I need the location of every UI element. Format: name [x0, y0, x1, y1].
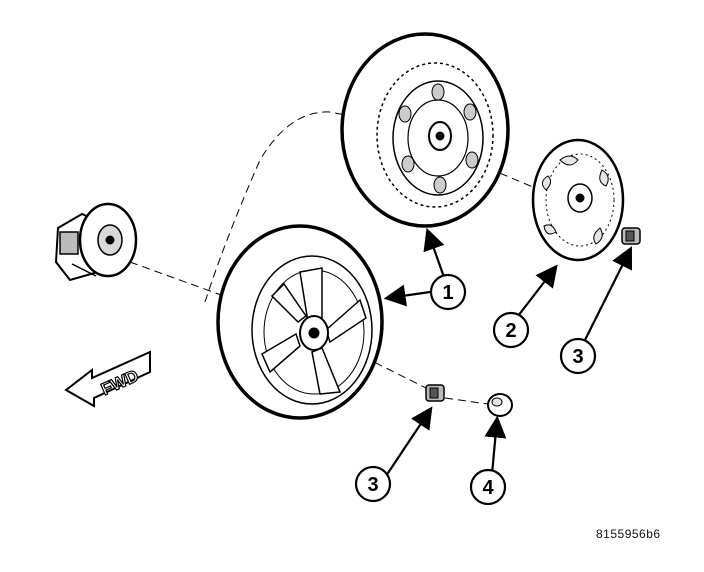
callout-3-upper: 3 — [559, 337, 597, 375]
callout-2-label: 2 — [505, 320, 516, 342]
center-cap — [487, 393, 513, 417]
lug-nut-lower — [425, 384, 445, 402]
steel-wheel-tire — [340, 32, 510, 228]
callout-1-label: 1 — [442, 282, 453, 304]
callout-4-label: 4 — [482, 477, 494, 499]
figure-id: 8155956b6 — [596, 527, 661, 541]
callout-2: 2 — [492, 311, 530, 349]
leader-lines — [383, 227, 632, 477]
wheel-cover — [531, 138, 625, 262]
callout-3-upper-label: 3 — [572, 346, 583, 368]
forward-direction-arrow: FWD — [64, 350, 151, 408]
callout-3-lower-label: 3 — [367, 474, 378, 496]
lug-nut-upper — [621, 227, 641, 245]
callout-1: 1 — [429, 273, 467, 311]
callout-3-lower: 3 — [354, 465, 392, 503]
callout-4: 4 — [469, 468, 507, 506]
brake-hub-assembly — [54, 202, 138, 282]
alloy-wheel-tire — [216, 224, 384, 420]
